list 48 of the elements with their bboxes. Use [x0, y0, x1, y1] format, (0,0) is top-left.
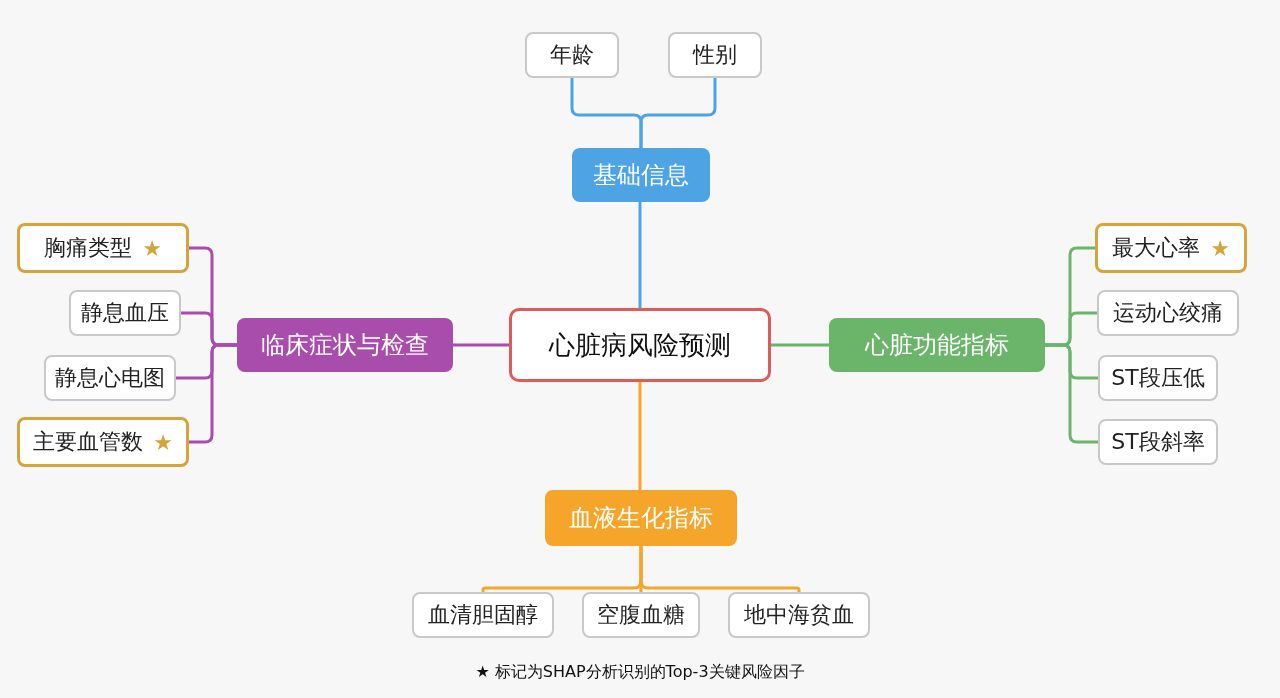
connector-line [771, 343, 829, 347]
factor-box [1098, 355, 1218, 401]
node-label: 运动心绞痛 [1113, 299, 1223, 327]
star-mark: ★ [142, 235, 162, 261]
node-label: 静息血压 [81, 299, 169, 327]
category-box [545, 490, 737, 546]
central-topic-box [509, 308, 771, 382]
star-mark: ★ [153, 429, 173, 455]
node-label: 空腹血糖 [597, 601, 685, 629]
node-label: 静息心电图 [55, 364, 165, 392]
category-box [572, 148, 710, 202]
category-box [829, 318, 1045, 372]
factor-box [1095, 223, 1247, 273]
node-label: 性别 [693, 41, 737, 69]
connector-line [189, 343, 237, 444]
node-label: ST段压低 [1111, 364, 1205, 392]
footnote: ★ 标记为SHAP分析识别的Top-3关键风险因子 [475, 662, 805, 681]
factor-box [582, 592, 700, 638]
factor-box [668, 32, 762, 78]
factor-box [17, 417, 189, 467]
connector-line [638, 202, 642, 308]
connector-line [453, 343, 509, 347]
factor-box [69, 290, 181, 336]
node-label: 心脏功能指标 [865, 330, 1009, 361]
node-label: 胸痛类型 [44, 234, 133, 262]
connector-line [639, 546, 801, 593]
factor-box [1098, 419, 1218, 465]
node-label: 主要血管数 [33, 428, 144, 456]
node-label: 年龄 [550, 41, 594, 69]
connector-line [1045, 343, 1098, 444]
factor-box [728, 592, 870, 638]
node-label: 心脏病风险预测 [549, 328, 731, 362]
node-label: 地中海贫血 [744, 601, 854, 629]
node-label: 最大心率 [1112, 234, 1201, 262]
node-label: 血清胆固醇 [428, 601, 538, 629]
factor-box [44, 355, 176, 401]
star-mark: ★ [1210, 235, 1230, 261]
connector-line [638, 382, 642, 490]
category-box [237, 318, 453, 372]
factor-box [1097, 290, 1239, 336]
node-label: ST段斜率 [1111, 428, 1205, 456]
node-label: 临床症状与检查 [261, 330, 429, 361]
connector-line [639, 78, 717, 148]
node-label: 血液生化指标 [569, 503, 713, 534]
factor-box [525, 32, 619, 78]
factor-box [412, 592, 554, 638]
node-label: 基础信息 [593, 160, 689, 191]
factor-box [17, 223, 189, 273]
